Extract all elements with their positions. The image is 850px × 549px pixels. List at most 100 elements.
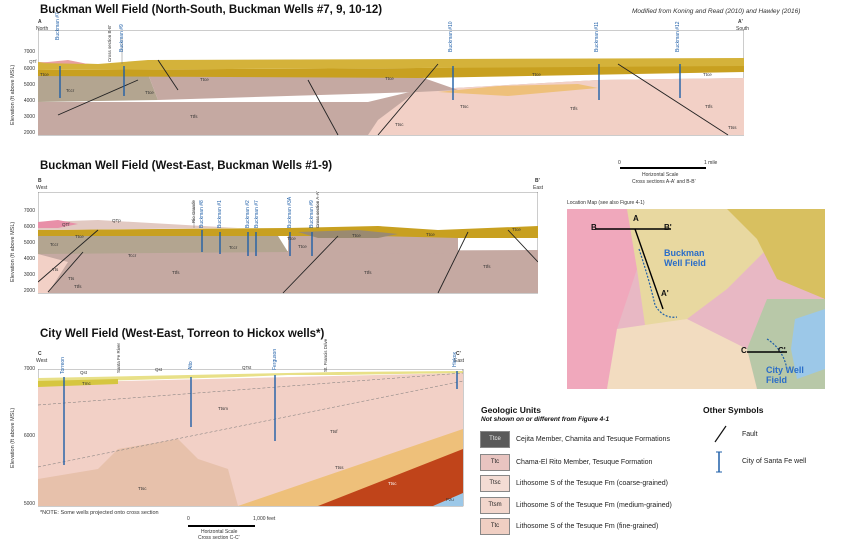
other-symbols-title: Other Symbols xyxy=(703,405,764,415)
unit-label: Ttce xyxy=(532,72,541,77)
panel-b-well-label: Buckman #2 xyxy=(245,200,251,228)
panel-b-well-label: Buckman #8 xyxy=(199,200,205,228)
panel-a-well-label: Buckman #10 xyxy=(448,21,454,52)
map-line-aa xyxy=(634,228,664,310)
unit-ttce xyxy=(38,64,744,78)
unit-label: Ttce xyxy=(298,244,307,249)
panel-a-tick: 6000 xyxy=(23,66,35,72)
unit-label: Ttsc xyxy=(395,122,404,127)
unit-qtp xyxy=(38,220,238,230)
unit-label: Ttce xyxy=(40,72,49,77)
map-label-b-prime: B' xyxy=(664,223,672,232)
panel-b-tick: 7000 xyxy=(23,208,35,214)
panel-b-right-dir: East xyxy=(533,185,544,191)
panel-b-tick: 3000 xyxy=(23,272,35,278)
unit-label: Ttsc xyxy=(388,481,397,486)
unit-label: Ttce xyxy=(75,234,84,239)
panel-a-title: Buckman Well Field (North-South, Buckman… xyxy=(40,4,383,16)
panel-b-left-end: B xyxy=(38,178,42,184)
unit-label: Ttsc xyxy=(138,486,147,491)
map-pink-unit xyxy=(567,209,637,389)
scale-ab-caption: Cross sections A-A' and B-B' xyxy=(632,179,696,185)
panel-a-tick: 7000 xyxy=(23,49,35,55)
panel-b-well-label: Buckman #1 xyxy=(217,200,223,228)
unit-ttce xyxy=(38,226,538,238)
unit-label: Ttfs xyxy=(364,270,372,275)
map-yellow-unit xyxy=(727,209,825,299)
unit-label: Ttfs xyxy=(74,284,82,289)
panel-b-right-end: B' xyxy=(535,178,540,184)
panel-c-left-dir: West xyxy=(36,358,48,364)
panel-b-well-label: Rio Grande xyxy=(191,199,196,223)
panel-a-tick: 4000 xyxy=(23,98,35,104)
map-label-c-prime: C' xyxy=(778,346,786,355)
legend-label: Cejita Member, Chamita and Tesuque Forma… xyxy=(516,435,670,443)
legend-item: Ttc Chama-El Rito Member, Tesuque Format… xyxy=(480,453,652,471)
scale-c-caption: Horizontal Scale xyxy=(201,529,238,535)
unit-label: Ttce xyxy=(703,72,712,77)
panel-c-left-end: C xyxy=(38,351,42,357)
panel-c-well-label: Ferguson xyxy=(272,348,278,370)
unit-label: Ttfs xyxy=(172,270,180,275)
panel-c-well-label: St. Francis Drive xyxy=(323,338,328,372)
scale-c-end: 1,000 feet xyxy=(253,516,276,522)
unit-label: Tts xyxy=(52,267,59,272)
panel-c-tick: 7000 xyxy=(23,366,35,372)
panel-a-tick: 2000 xyxy=(23,130,35,136)
panel-c-right-end: C' xyxy=(456,351,461,357)
legend-label: Lithosome S of the Tesuque Fm (fine-grai… xyxy=(516,522,659,530)
unit-label: Ttss xyxy=(335,465,344,470)
figure-credit: Modified from Koning and Read (2010) and… xyxy=(632,8,801,15)
legend-item: Ttce Cejita Member, Chamita and Tesuque … xyxy=(480,430,670,448)
unit-label: QTst xyxy=(242,365,252,370)
unit-label: Ttfs xyxy=(705,104,713,109)
well-icon xyxy=(716,451,722,473)
legend-subtitle: Not shown on or different from Figure 4-… xyxy=(481,416,610,423)
unit-label: Tccr xyxy=(128,253,137,258)
unit-label: Tts xyxy=(68,276,75,281)
unit-label: Qst xyxy=(155,367,163,372)
map-label-a: A xyxy=(633,214,639,223)
panel-a-well-label: Buckman #9 xyxy=(119,24,125,52)
unit-label: Ttce xyxy=(512,227,521,232)
unit-label: Ttss xyxy=(728,125,737,130)
panel-b-left-dir: West xyxy=(36,185,48,191)
unit-qst xyxy=(38,371,463,383)
legend-label: Lithosome S of the Tesuque Fm (coarse-gr… xyxy=(516,479,669,487)
map-label-b: B xyxy=(591,223,597,232)
unit-label: Ttsc xyxy=(460,104,469,109)
panel-a-tick: 5000 xyxy=(23,82,35,88)
unit-pzu xyxy=(433,493,463,506)
unit-label: Ttce xyxy=(352,233,361,238)
symbol-label-fault: Fault xyxy=(742,431,758,438)
unit-label: Ttce xyxy=(287,236,296,241)
unit-label: Ttce xyxy=(200,77,209,82)
fault-line-icon xyxy=(714,425,727,443)
panel-a-well-label: Buckman #11 xyxy=(594,21,600,52)
fault-line xyxy=(377,63,439,136)
panel-c-well-label: Alto xyxy=(188,361,194,370)
unit-ttfs-upper xyxy=(148,74,458,100)
panel-c-right-dir: East xyxy=(454,358,465,364)
fault-line xyxy=(507,229,538,263)
legend-swatch: Ttsm xyxy=(480,496,510,514)
unit-tccr xyxy=(38,232,288,254)
panel-a-tick: 3000 xyxy=(23,114,35,120)
legend-label: Lithosome S of the Tesuque Fm (medium-gr… xyxy=(516,501,672,509)
panel-a-left-dir: North xyxy=(36,26,49,32)
symbol-label-well: City of Santa Fe well xyxy=(742,458,807,465)
unit-label: QTp xyxy=(112,218,121,223)
unit-tts-red xyxy=(318,449,463,506)
legend-label: Chama-El Rito Member, Tesuque Formation xyxy=(516,458,653,466)
legend-swatch: Ttc xyxy=(480,453,510,471)
unit-tts xyxy=(38,254,68,293)
legend-item: Ttc Lithosome S of the Tesuque Fm (fine-… xyxy=(480,517,658,535)
scale-ab-caption: Horizontal Scale xyxy=(642,172,679,178)
fault-line xyxy=(157,59,179,91)
scale-ab-zero: 0 xyxy=(618,160,621,166)
unit-ttfs xyxy=(38,250,538,293)
unit-label: Ttce xyxy=(426,232,435,237)
cross-section-a xyxy=(38,30,744,136)
city-field-outline xyxy=(766,338,788,370)
unit-tccr xyxy=(38,72,158,102)
